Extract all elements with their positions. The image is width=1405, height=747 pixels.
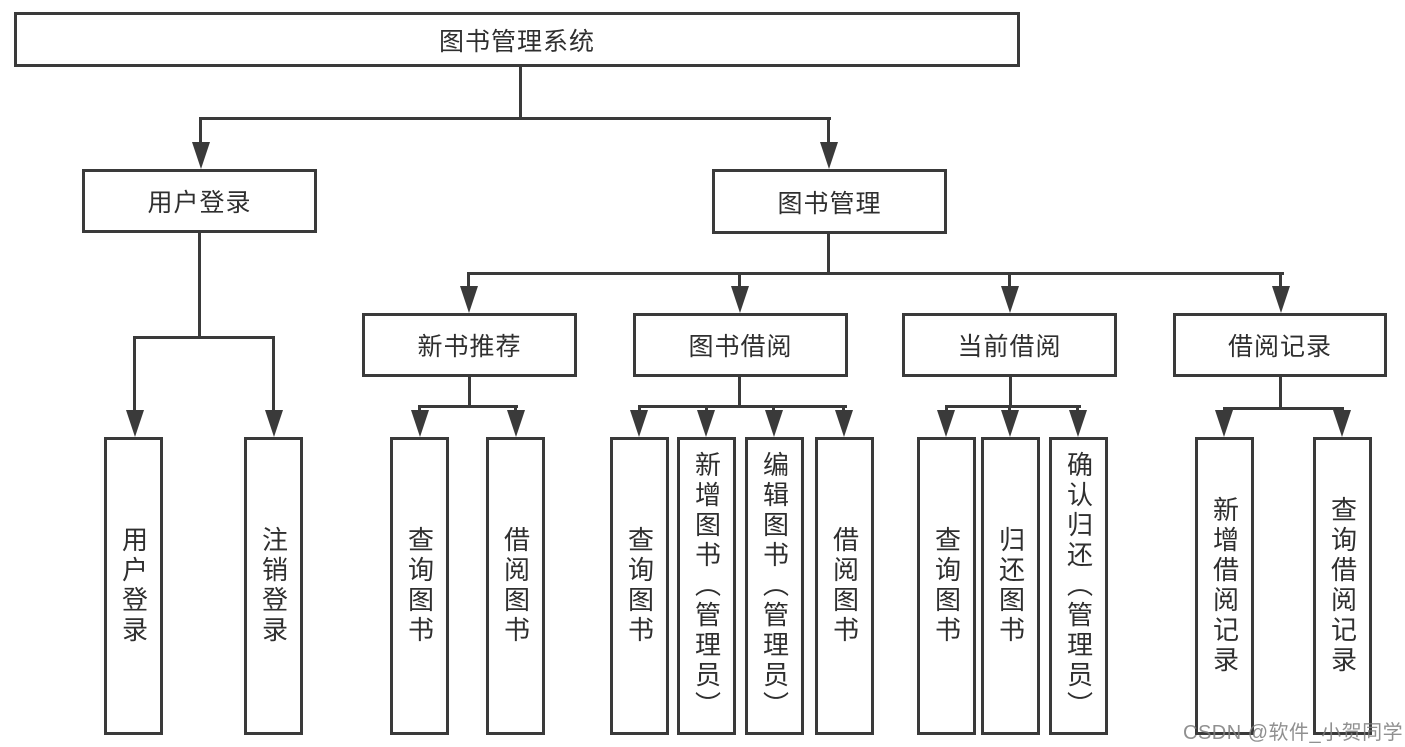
leaf-query-books-current: 查询图书 (917, 437, 976, 735)
node-label: 用户登录 (147, 189, 252, 217)
arrow-down-icon (1001, 286, 1019, 313)
connector-line (418, 405, 421, 413)
leaf-borrow-books: 借阅图书 (815, 437, 874, 735)
connector-line (827, 234, 830, 275)
connector-line (133, 336, 275, 339)
leaf-logout: 注销登录 (244, 437, 303, 735)
leaf-label: 确认归还（管理员） (1063, 451, 1094, 721)
leaf-query-borrow-record: 查询借阅记录 (1313, 437, 1372, 735)
leaf-label: 新增借阅记录 (1209, 496, 1240, 676)
node-current-borrowing: 当前借阅 (902, 313, 1117, 377)
arrow-down-icon (1069, 410, 1087, 437)
node-label: 借阅记录 (1227, 333, 1332, 361)
leaf-label: 用户登录 (118, 526, 149, 646)
arrow-down-icon (192, 142, 210, 169)
leaf-add-books-admin: 新增图书（管理员） (677, 437, 736, 735)
arrow-down-icon (411, 410, 429, 437)
arrow-down-icon (630, 410, 648, 437)
node-label: 图书管理系统 (438, 27, 595, 56)
node-book-management: 图书管理 (712, 169, 947, 234)
arrow-down-icon (126, 410, 144, 437)
connector-line (738, 272, 741, 289)
leaf-add-borrow-record: 新增借阅记录 (1195, 437, 1254, 735)
node-book-borrowing: 图书借阅 (633, 313, 848, 377)
connector-line (272, 336, 275, 412)
connector-line (1008, 272, 1011, 289)
arrow-down-icon (265, 410, 283, 437)
arrow-down-icon (507, 410, 525, 437)
leaf-label: 借阅图书 (829, 526, 860, 646)
node-label: 当前借阅 (957, 333, 1062, 361)
arrow-down-icon (765, 410, 783, 437)
connector-line (468, 377, 471, 408)
leaf-return-books: 归还图书 (981, 437, 1040, 735)
leaf-label: 编辑图书（管理员） (759, 451, 790, 721)
arrow-down-icon (1215, 410, 1233, 437)
connector-line (705, 405, 708, 413)
leaf-query-books-borrowing: 查询图书 (610, 437, 669, 735)
connector-line (638, 405, 847, 408)
arrow-down-icon (1272, 286, 1290, 313)
arrow-down-icon (697, 410, 715, 437)
connector-line (1076, 405, 1079, 413)
arrow-down-icon (937, 410, 955, 437)
arrow-down-icon (460, 286, 478, 313)
leaf-label: 查询图书 (624, 526, 655, 646)
leaf-borrow-books-recommend: 借阅图书 (486, 437, 545, 735)
node-label: 图书管理 (777, 189, 882, 218)
connector-line (1223, 407, 1344, 410)
connector-line (467, 272, 1284, 275)
connector-line (418, 405, 518, 408)
node-library-management-system: 图书管理系统 (14, 12, 1020, 67)
leaf-user-login: 用户登录 (104, 437, 163, 735)
node-label: 新书推荐 (417, 333, 522, 361)
leaf-label: 查询图书 (931, 526, 962, 646)
node-user-login: 用户登录 (82, 169, 317, 233)
leaf-confirm-return-admin: 确认归还（管理员） (1049, 437, 1108, 735)
connector-line (772, 405, 775, 413)
node-label: 图书借阅 (688, 333, 793, 361)
leaf-label: 借阅图书 (500, 526, 531, 646)
connector-line (467, 272, 470, 289)
connector-line (198, 233, 201, 339)
connector-line (945, 405, 1081, 408)
node-borrowing-records: 借阅记录 (1173, 313, 1387, 377)
leaf-label: 查询借阅记录 (1327, 496, 1358, 676)
connector-line (133, 336, 136, 412)
arrow-down-icon (731, 286, 749, 313)
connector-line (638, 405, 641, 413)
connector-line (1279, 272, 1282, 289)
leaf-label: 查询图书 (404, 526, 435, 646)
connector-line (1008, 405, 1011, 413)
leaf-label: 新增图书（管理员） (691, 451, 722, 721)
connector-line (199, 117, 202, 144)
connector-line (738, 377, 741, 408)
leaf-label: 归还图书 (995, 526, 1026, 646)
connector-line (1279, 377, 1282, 410)
connector-line (945, 405, 948, 413)
connector-line (514, 405, 517, 413)
leaf-query-books-recommend: 查询图书 (390, 437, 449, 735)
leaf-edit-books-admin: 编辑图书（管理员） (745, 437, 804, 735)
arrow-down-icon (820, 142, 838, 169)
connector-line (199, 117, 831, 120)
connector-line (827, 117, 830, 144)
csdn-watermark: CSDN @软件_小贺同学 (1183, 722, 1404, 744)
connector-line (1009, 377, 1012, 408)
arrow-down-icon (1333, 410, 1351, 437)
node-new-book-recommendation: 新书推荐 (362, 313, 577, 377)
arrow-down-icon (1001, 410, 1019, 437)
arrow-down-icon (835, 410, 853, 437)
connector-line (842, 405, 845, 413)
connector-line (519, 67, 522, 119)
leaf-label: 注销登录 (258, 526, 289, 646)
